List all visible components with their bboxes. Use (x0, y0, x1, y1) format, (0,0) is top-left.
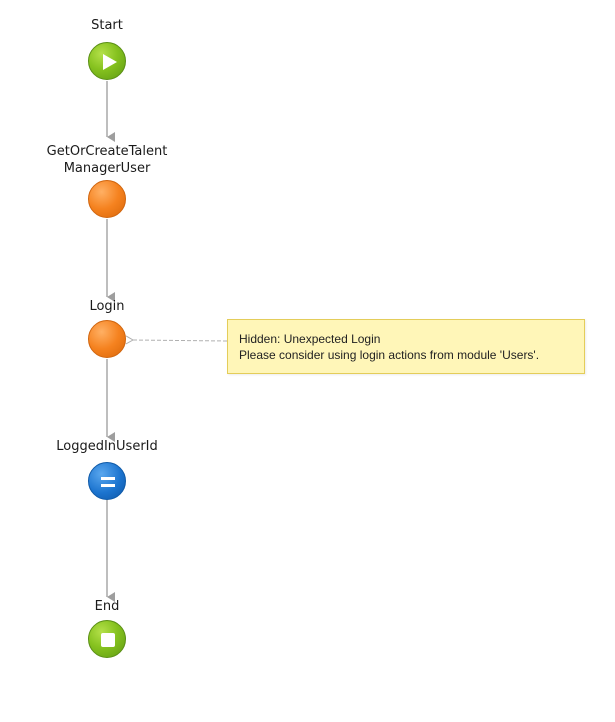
play-icon (103, 54, 117, 70)
logged-in-user-id-node[interactable] (88, 462, 126, 500)
equals-icon (101, 477, 115, 487)
comment-line2: Please consider using login actions from… (239, 348, 540, 362)
end-label: End (94, 599, 120, 614)
login-label: Login (89, 299, 125, 314)
unexpected-login-comment[interactable]: Hidden: Unexpected Login Please consider… (227, 319, 585, 374)
comment-connector (125, 335, 228, 345)
comment-line1: Hidden: Unexpected Login (239, 332, 381, 346)
get-or-create-node[interactable] (88, 180, 126, 218)
start-node[interactable] (88, 42, 126, 80)
get-or-create-label-line2: ManagerUser (63, 161, 151, 176)
end-node[interactable] (88, 620, 126, 658)
login-node[interactable] (88, 320, 126, 358)
get-or-create-label-line1: GetOrCreateTalent (46, 144, 168, 159)
logged-in-user-id-label: LoggedInUserId (56, 439, 158, 454)
stop-icon (101, 633, 115, 647)
start-label: Start (91, 18, 123, 33)
